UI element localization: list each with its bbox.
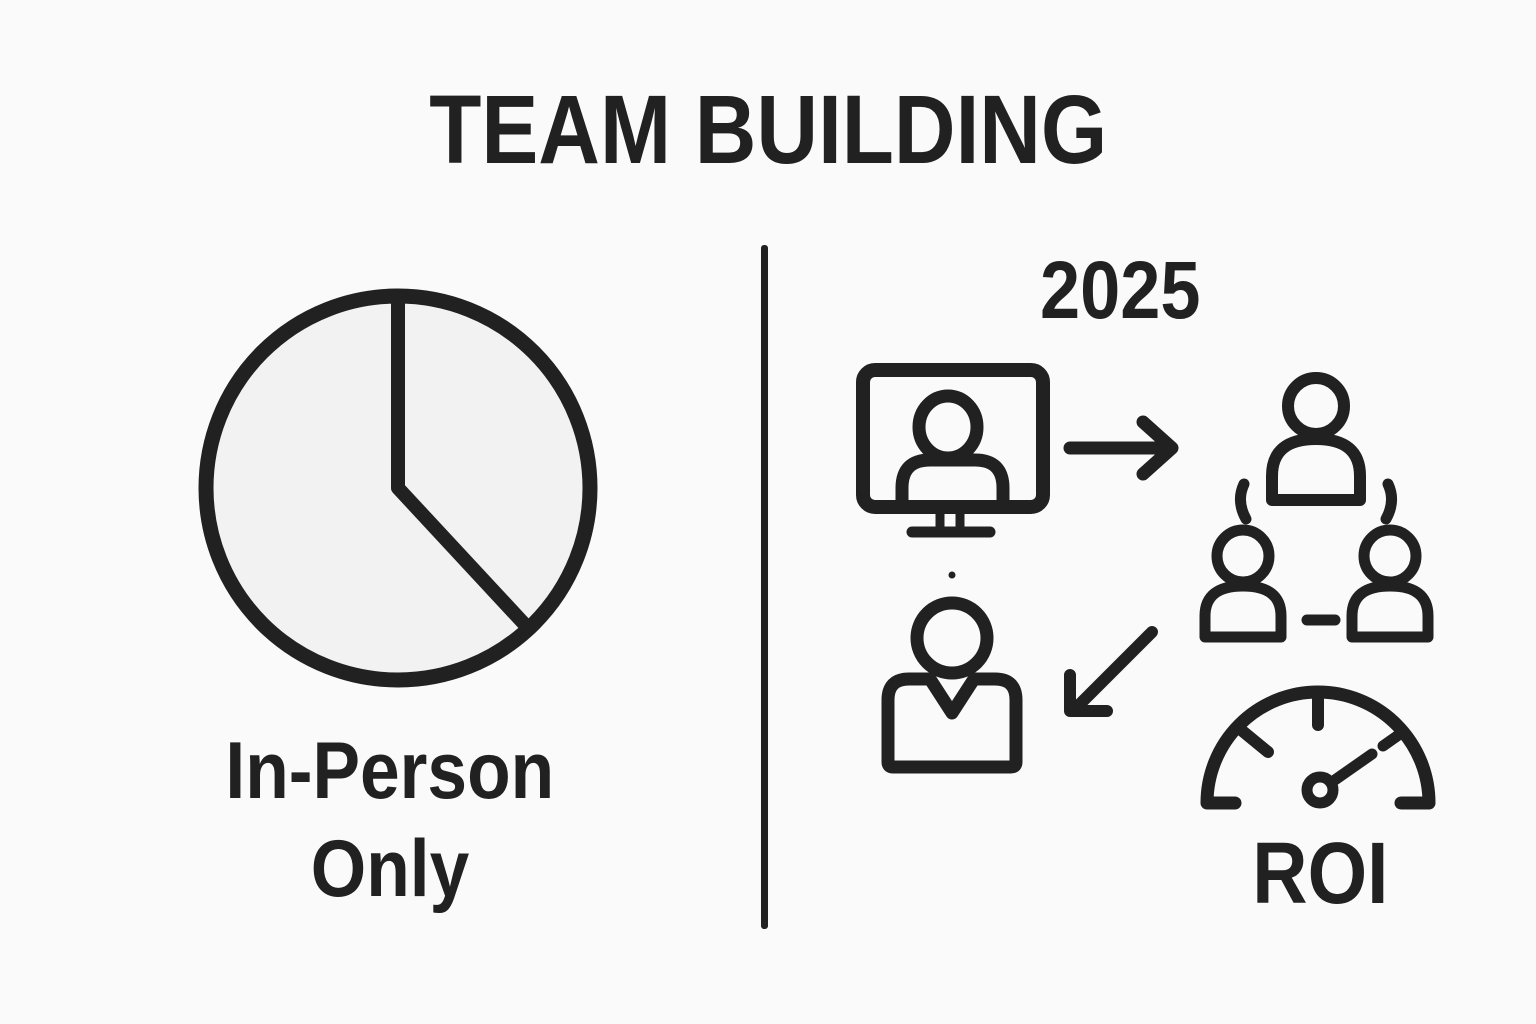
page-title: TEAM BUILDING <box>428 75 1108 184</box>
team-connector-right <box>1380 478 1397 525</box>
team-top-person-head <box>1282 372 1350 440</box>
monitor-frame <box>856 363 1050 514</box>
roi-label: ROI <box>1251 825 1389 922</box>
arrow-down-left-icon <box>1064 626 1158 717</box>
vertical-divider <box>761 245 768 929</box>
monitor-stand-legs <box>935 509 965 527</box>
team-connector-left <box>1235 478 1252 525</box>
team-left-person-head <box>1211 524 1275 588</box>
arrow-down-left-head <box>1064 669 1113 717</box>
left-panel-label: In-Person Only <box>110 722 670 918</box>
year-heading: 2025 <box>1039 245 1201 336</box>
person-body <box>881 672 1023 774</box>
gauge-tick-left <box>1234 723 1274 758</box>
person-head <box>910 596 994 680</box>
person-icon <box>881 571 1023 774</box>
gauge-tick-right <box>1377 728 1406 752</box>
gauge-needle <box>1326 748 1378 788</box>
small-dot <box>948 571 956 579</box>
team-right-person-body <box>1346 580 1434 643</box>
arrow-right-head <box>1136 415 1179 481</box>
monitor-person-head <box>912 389 984 465</box>
video-call-monitor-icon <box>856 363 1050 538</box>
monitor-person-shoulders <box>895 453 1010 512</box>
left-label-line2: Only <box>310 824 470 914</box>
pie-slice-lines <box>391 300 534 633</box>
speedometer-icon <box>1200 685 1436 810</box>
team-right-person-head <box>1358 524 1422 588</box>
arrow-down-left-shaft <box>1074 626 1158 710</box>
team-network-icon <box>1199 372 1434 643</box>
left-label-line1: In-Person <box>225 726 555 816</box>
team-top-person-body <box>1266 433 1366 506</box>
team-left-person-body <box>1199 580 1287 643</box>
pie-chart-icon <box>198 288 598 688</box>
gauge-hub <box>1301 771 1339 809</box>
arrow-right-icon <box>1063 415 1179 481</box>
